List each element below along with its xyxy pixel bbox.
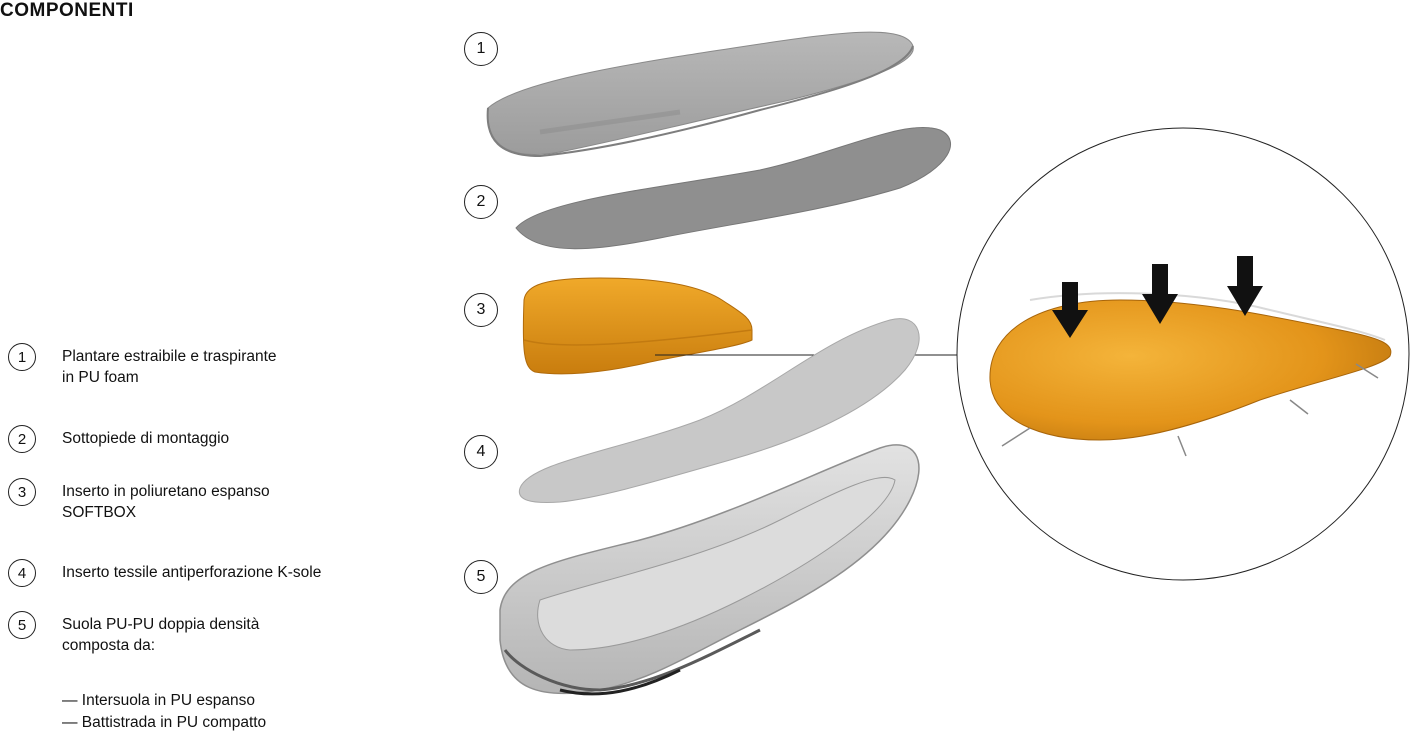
diagram-marker-1: 1 bbox=[464, 32, 498, 66]
diagram-number: 2 bbox=[464, 185, 498, 219]
zoom-detail bbox=[957, 128, 1409, 580]
diagram-marker-4: 4 bbox=[464, 435, 498, 469]
diagram-number: 3 bbox=[464, 293, 498, 327]
diagram-marker-5: 5 bbox=[464, 560, 498, 594]
diagram-marker-2: 2 bbox=[464, 185, 498, 219]
insole-removable bbox=[488, 32, 914, 156]
diagram-number: 1 bbox=[464, 32, 498, 66]
diagram-number: 5 bbox=[464, 560, 498, 594]
diagram-marker-3: 3 bbox=[464, 293, 498, 327]
diagram-number: 4 bbox=[464, 435, 498, 469]
softbox-insert bbox=[523, 278, 752, 374]
